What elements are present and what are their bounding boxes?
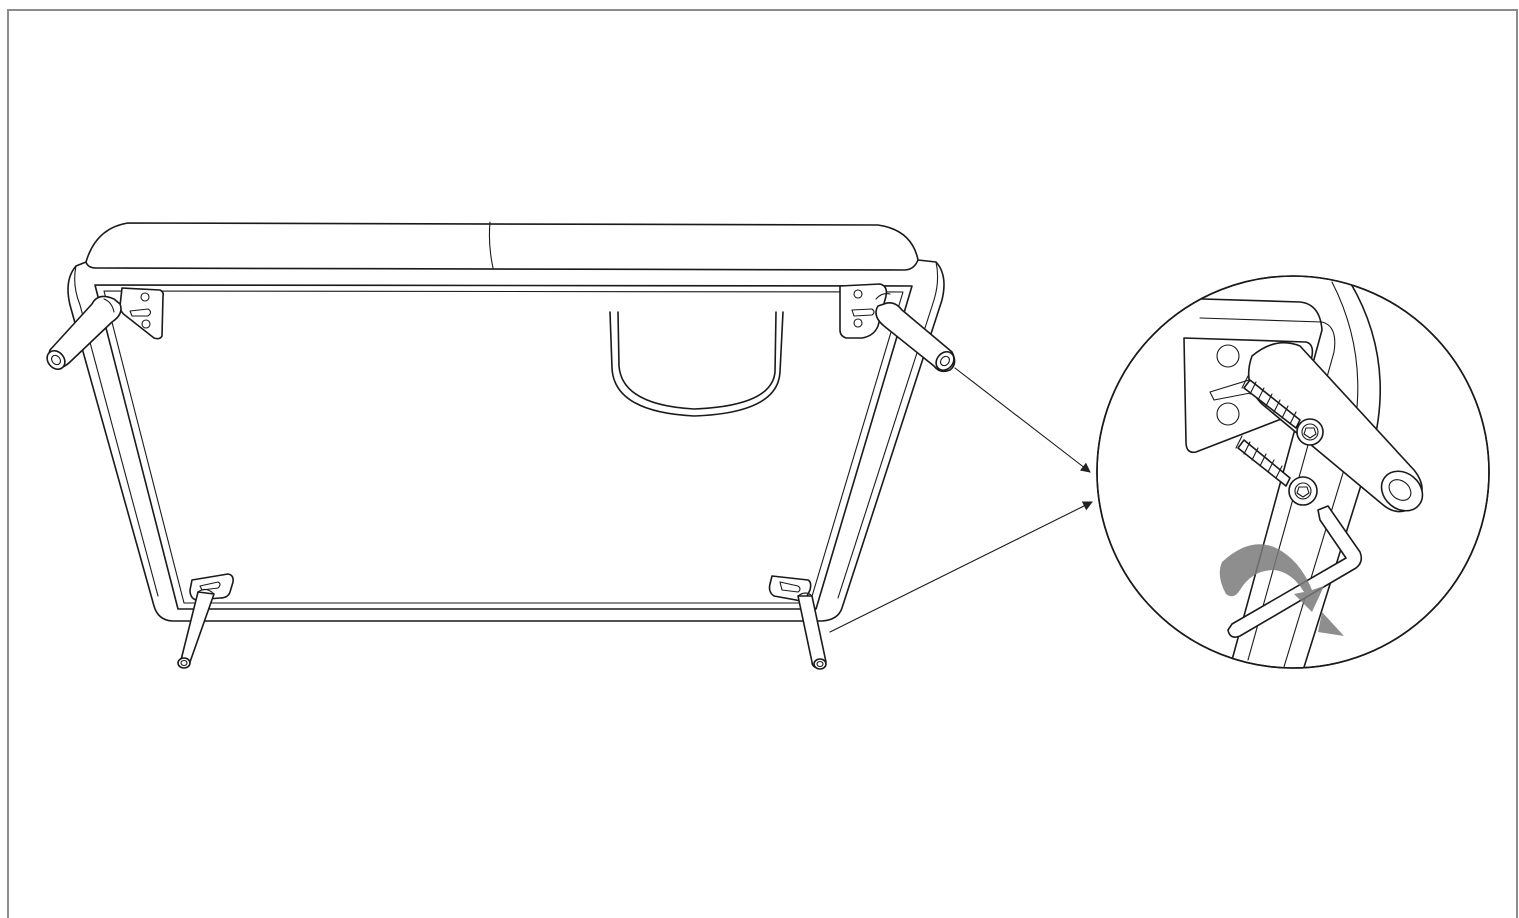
pointer-arrow-upper <box>954 367 1091 473</box>
front-right-leg <box>768 575 827 670</box>
allen-key <box>1227 505 1363 638</box>
rotation-arrow <box>1219 544 1344 636</box>
rear-right-leg <box>839 283 956 373</box>
screws <box>1235 375 1324 506</box>
front-left-leg <box>177 573 234 669</box>
handle <box>609 311 784 417</box>
pointer-arrows <box>829 367 1093 633</box>
figure-frame <box>7 9 1518 918</box>
bench-underside <box>67 221 945 622</box>
detail-magnifier <box>1096 275 1490 669</box>
screw-lower <box>1235 435 1318 506</box>
screw-upper <box>1241 375 1324 446</box>
pointer-arrow-lower <box>829 501 1093 633</box>
rear-left-leg <box>46 287 164 371</box>
